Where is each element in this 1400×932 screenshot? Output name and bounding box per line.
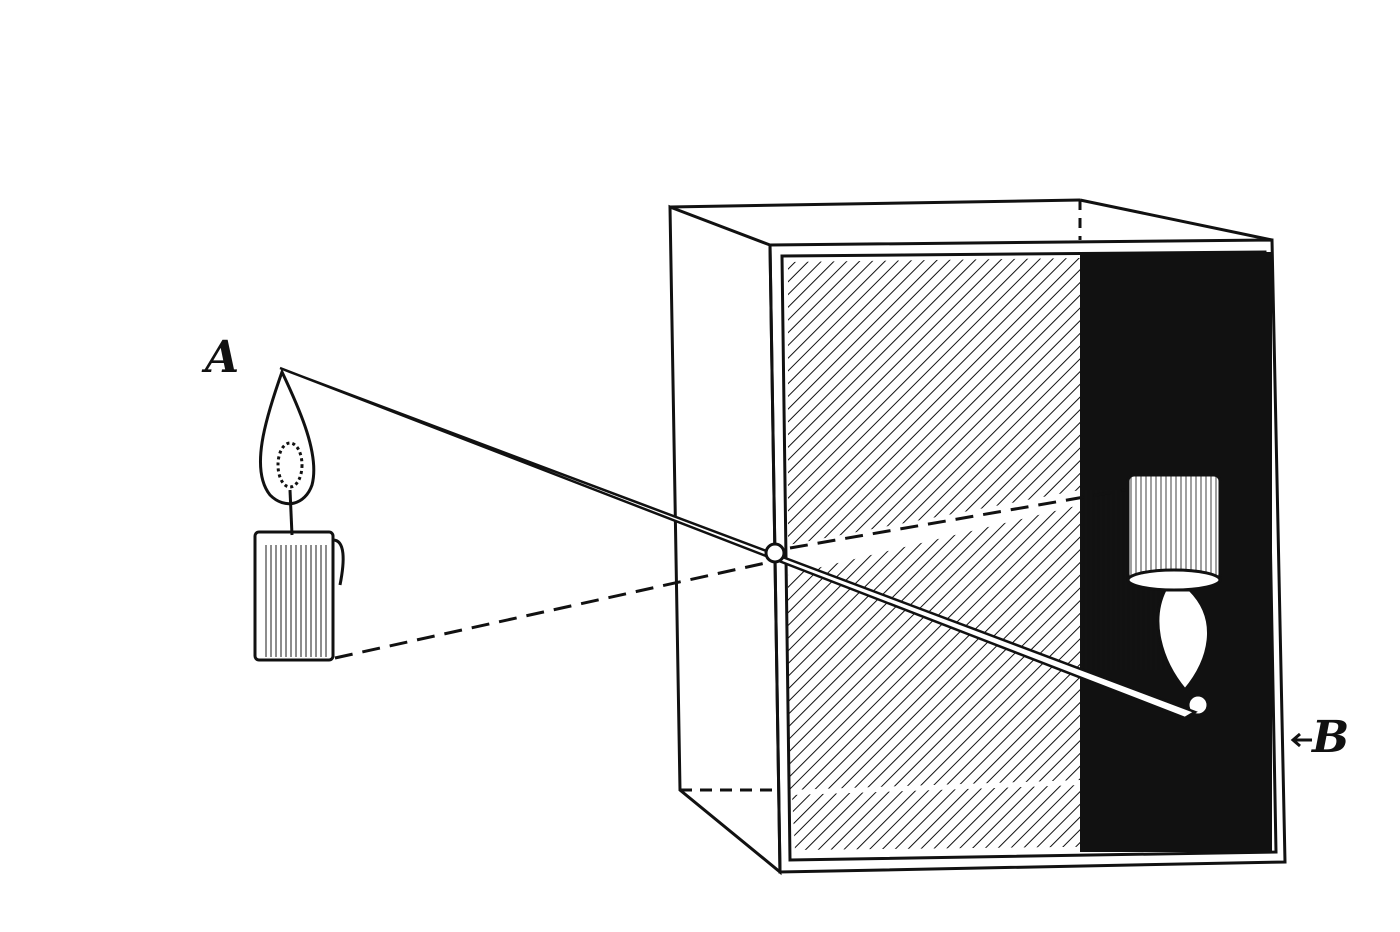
flame (258, 368, 316, 506)
candle (253, 368, 345, 662)
box-opening (768, 238, 1287, 874)
label-b: B (1312, 712, 1350, 763)
pinhole (764, 542, 786, 564)
label-a: A (205, 332, 240, 383)
hatched-wall-upper (788, 258, 1080, 545)
hatched-floor (792, 785, 1240, 850)
light-rays (279, 366, 1198, 720)
b-pointer-arrow (1290, 732, 1312, 748)
inverted-candle-image (1126, 473, 1222, 717)
hatched-wall-lower (788, 505, 1080, 790)
